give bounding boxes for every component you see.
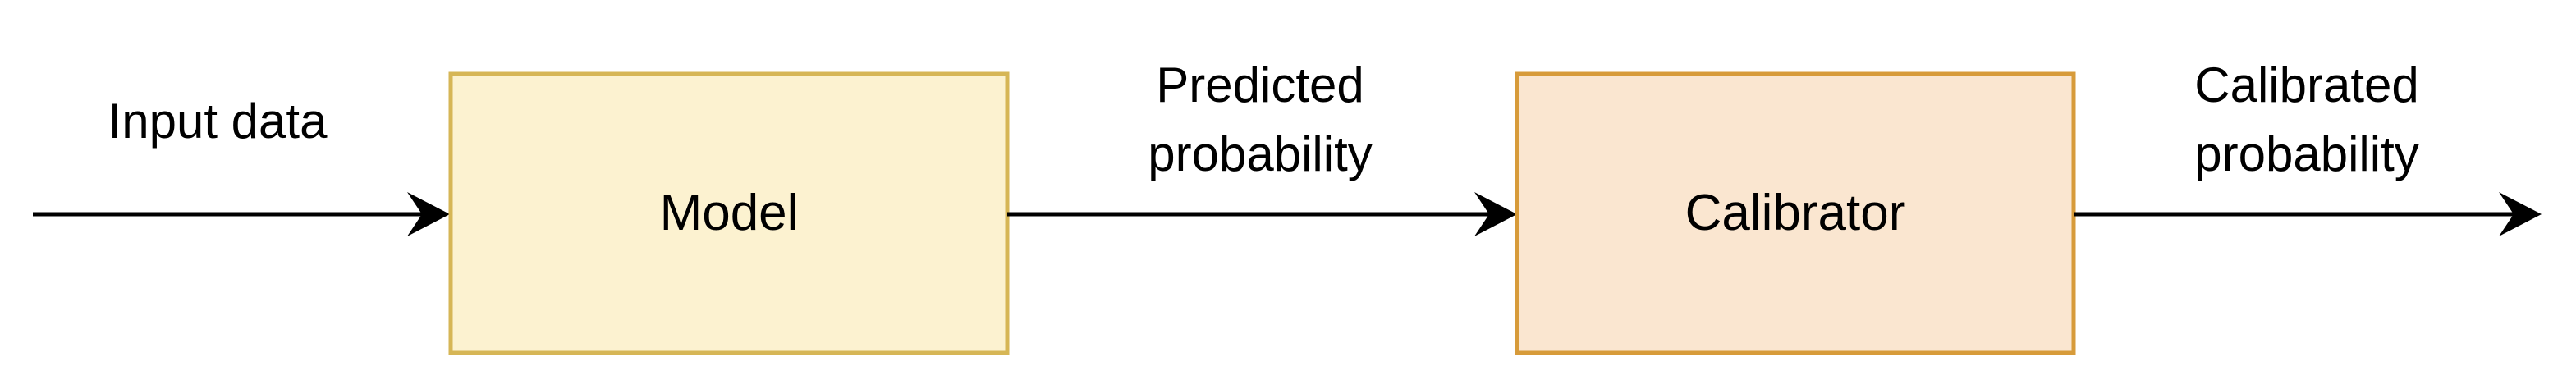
calibrator-label: Calibrator: [1684, 185, 1906, 241]
arrowhead-icon: [2499, 192, 2542, 236]
edge-calibrator-to-output: [2074, 192, 2542, 236]
calibrated-label-line1: Calibrated: [2194, 57, 2419, 112]
arrowhead-icon: [407, 192, 450, 236]
edge-model-to-calibrator: [1007, 192, 1517, 236]
predicted-probability-label: Predicted probability: [1096, 51, 1424, 189]
edge-input-to-model: [33, 192, 450, 236]
predicted-label-line1: Predicted: [1156, 57, 1364, 112]
calibrated-label-line2: probability: [2194, 126, 2419, 181]
arrowhead-icon: [1474, 192, 1517, 236]
calibrator-box[interactable]: [1515, 71, 2076, 355]
input-data-label: Input data: [108, 94, 328, 149]
model-label: Model: [659, 185, 799, 241]
model-box[interactable]: [448, 71, 1010, 355]
calibrated-probability-label: Calibrated probability: [2143, 51, 2471, 189]
predicted-label-line2: probability: [1148, 126, 1373, 181]
